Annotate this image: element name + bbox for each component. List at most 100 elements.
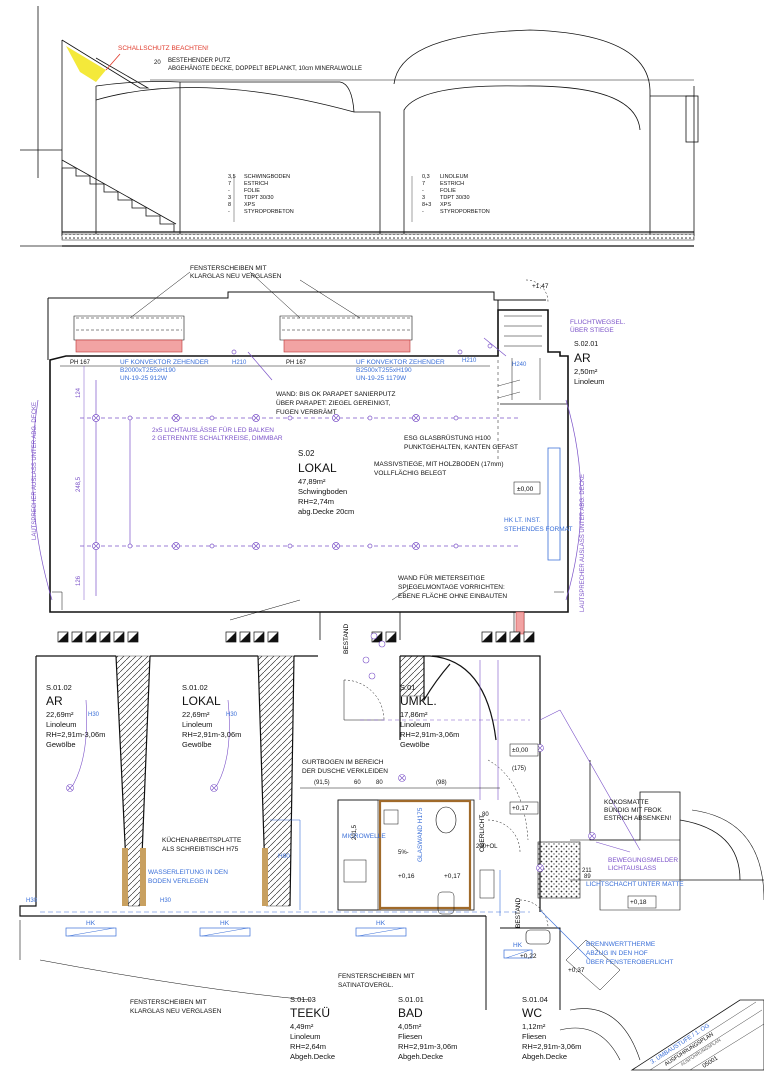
window-mark-icon [523,631,535,643]
oberlicht: OBERLICHT [479,815,486,852]
window-mark-icon [495,631,507,643]
level-marker: +0,17 [509,801,539,815]
room-ceiling: Abgeh.Decke [522,1052,567,1061]
light-outlet-icon [172,542,180,550]
room-main-height: RH=2,74m [298,497,334,506]
level-value: +0,17 [444,873,461,880]
room-num: S.01.02 [46,683,72,692]
boiler-note-line: ABZUG IN DEN HOF [586,950,648,957]
stair-note: MASSIVSTIEGE, MIT HOLZBODEN (17mm)VOLLFL… [374,461,504,477]
h210-b: H210 [462,358,477,364]
convector-2-label: UF KONVEKTOR ZEHENDERB2500xT255xH190UN-1… [356,359,445,382]
room-name: TEEKÜ [290,1006,330,1020]
sound-insulation-mark [66,46,106,82]
room-name: WC [522,1006,542,1020]
dimension-value: 200+OL [476,844,498,850]
layer-name: LINOLEUM [440,174,469,180]
lower-window-note-line: KLARGLAS NEU VERGLASEN [130,1008,222,1015]
room-floor: Linoleum [290,1032,320,1041]
mirror-note-line: EBENE FLÄCHE OHNE EINBAUTEN [398,592,507,600]
boiler-note-line: BRENNWERTTHERME [586,941,656,948]
water-note-line: WASSERLEITUNG IN DEN [148,869,228,876]
layer-code: 3 [422,195,425,201]
switch-icon [367,415,373,421]
window-mark-icon [99,631,111,643]
layer-name: XPS [440,202,451,208]
h210-a: H210 [232,360,247,366]
title-stamp: 3. UMBAUSTUFE / 1. OG AUSFÜHRUNGSPLAN AU… [630,999,764,1071]
convector-1-line: B2000xT255xH190 [120,367,176,374]
ph-right: PH 167 [286,360,307,366]
motion-note-line: BEWEGUNGSMELDER [608,857,678,864]
hk-note-line: HK LT. INST. [504,517,541,524]
hk-unit: HK [65,920,117,937]
lower-outlets [66,632,596,872]
hk-unit: HK [503,942,533,959]
level-value: +0,22 [520,953,537,960]
room-num: S.01.02 [182,683,208,692]
layer-code: 7 [228,181,231,187]
h30-label: H30 [160,898,172,904]
room-num: S.01.04 [522,995,548,1004]
room-main-num: S.02 [298,449,315,458]
window-note-2: KLARGLAS NEU VERGLASEN [190,273,282,280]
socket-icon [378,640,386,648]
light-outlet-icon [92,542,100,550]
room-ar-num: S.02.01 [574,341,598,348]
level-marker: ±0,00 [509,743,539,757]
layer-code: - [422,188,424,194]
room-area: 22,69m² [182,710,210,719]
light-outlet-icon [536,864,544,872]
room-ceiling: Gewölbe [400,740,430,749]
glass-note-line: PUNKTGEHALTEN, KANTEN GEFAST [404,444,518,451]
room-floor: Fliesen [522,1032,546,1041]
light-outlet-icon [398,774,406,782]
light-shaft: LICHTSCHACHT UNTER MATTE [586,881,684,888]
layer-name: ESTRICH [244,181,268,187]
lower-window-note: FENSTERSCHEIBEN MIT KLARGLAS NEU VERGLASE… [130,999,222,1015]
h30-label: H30 [88,712,100,718]
hk-note-line: STEHENDES FORMAT [504,526,573,533]
room-height: RH=2,91m-3,06m [522,1042,581,1051]
room-height: RH=2,91m-3,06m [46,730,105,739]
lower-window-note-line: FENSTERSCHEIBEN MIT [130,999,207,1006]
mirror-note-line: WAND FÜR MIETERSEITIGE [398,574,485,582]
light-outlet-icon [332,414,340,422]
gurt-note-line: DER DUSCHE VERKLEIDEN [302,768,388,775]
layer-code: 3,5 [228,174,236,180]
dimension-value: (175) [512,766,526,772]
room-floor: Fliesen [398,1032,422,1041]
water-lines [40,819,591,961]
switch-icon [287,543,293,549]
switch-icon [457,349,463,355]
radiator-small [515,611,525,635]
kitchen-note-line: ALS SCHREIBTISCH H75 [162,846,239,853]
lighting-circuits [32,337,582,601]
speaker-right: LAUTSPRECHER AUSLASS UNTER ABG. DECKE [580,474,586,612]
layer-code: - [228,188,230,194]
light-outlet-icon [412,542,420,550]
satin-note-line: SATINATOVERGL. [338,982,393,989]
room-area: 22,69m² [46,710,74,719]
room-ar-floor: Linoleum [574,377,604,386]
layer-name: FOLIE [244,188,260,194]
convector-2-line: UN-19-25 1179W [356,375,407,382]
layer-name: ESTRICH [440,181,464,187]
room-ar-area: 2,50m² [574,367,598,376]
room-area: 1,12m² [522,1022,546,1031]
wall-note-line: FUGEN VERBRÄMT [276,408,337,416]
dimension-value: 89 [584,874,591,880]
glass-wall: GLASWAND H175 [417,807,424,862]
light-outlet-icon [66,784,74,792]
room-height: RH=2,91m-3,06m [182,730,241,739]
light-note-line: 2x5 LICHTAUSLÄSSE FÜR LED BALKEN [152,426,274,434]
dimension-value: (98) [436,780,447,786]
room-ceiling: Gewölbe [182,740,212,749]
convector-2 [283,339,411,353]
room-ar-name: AR [574,351,591,365]
